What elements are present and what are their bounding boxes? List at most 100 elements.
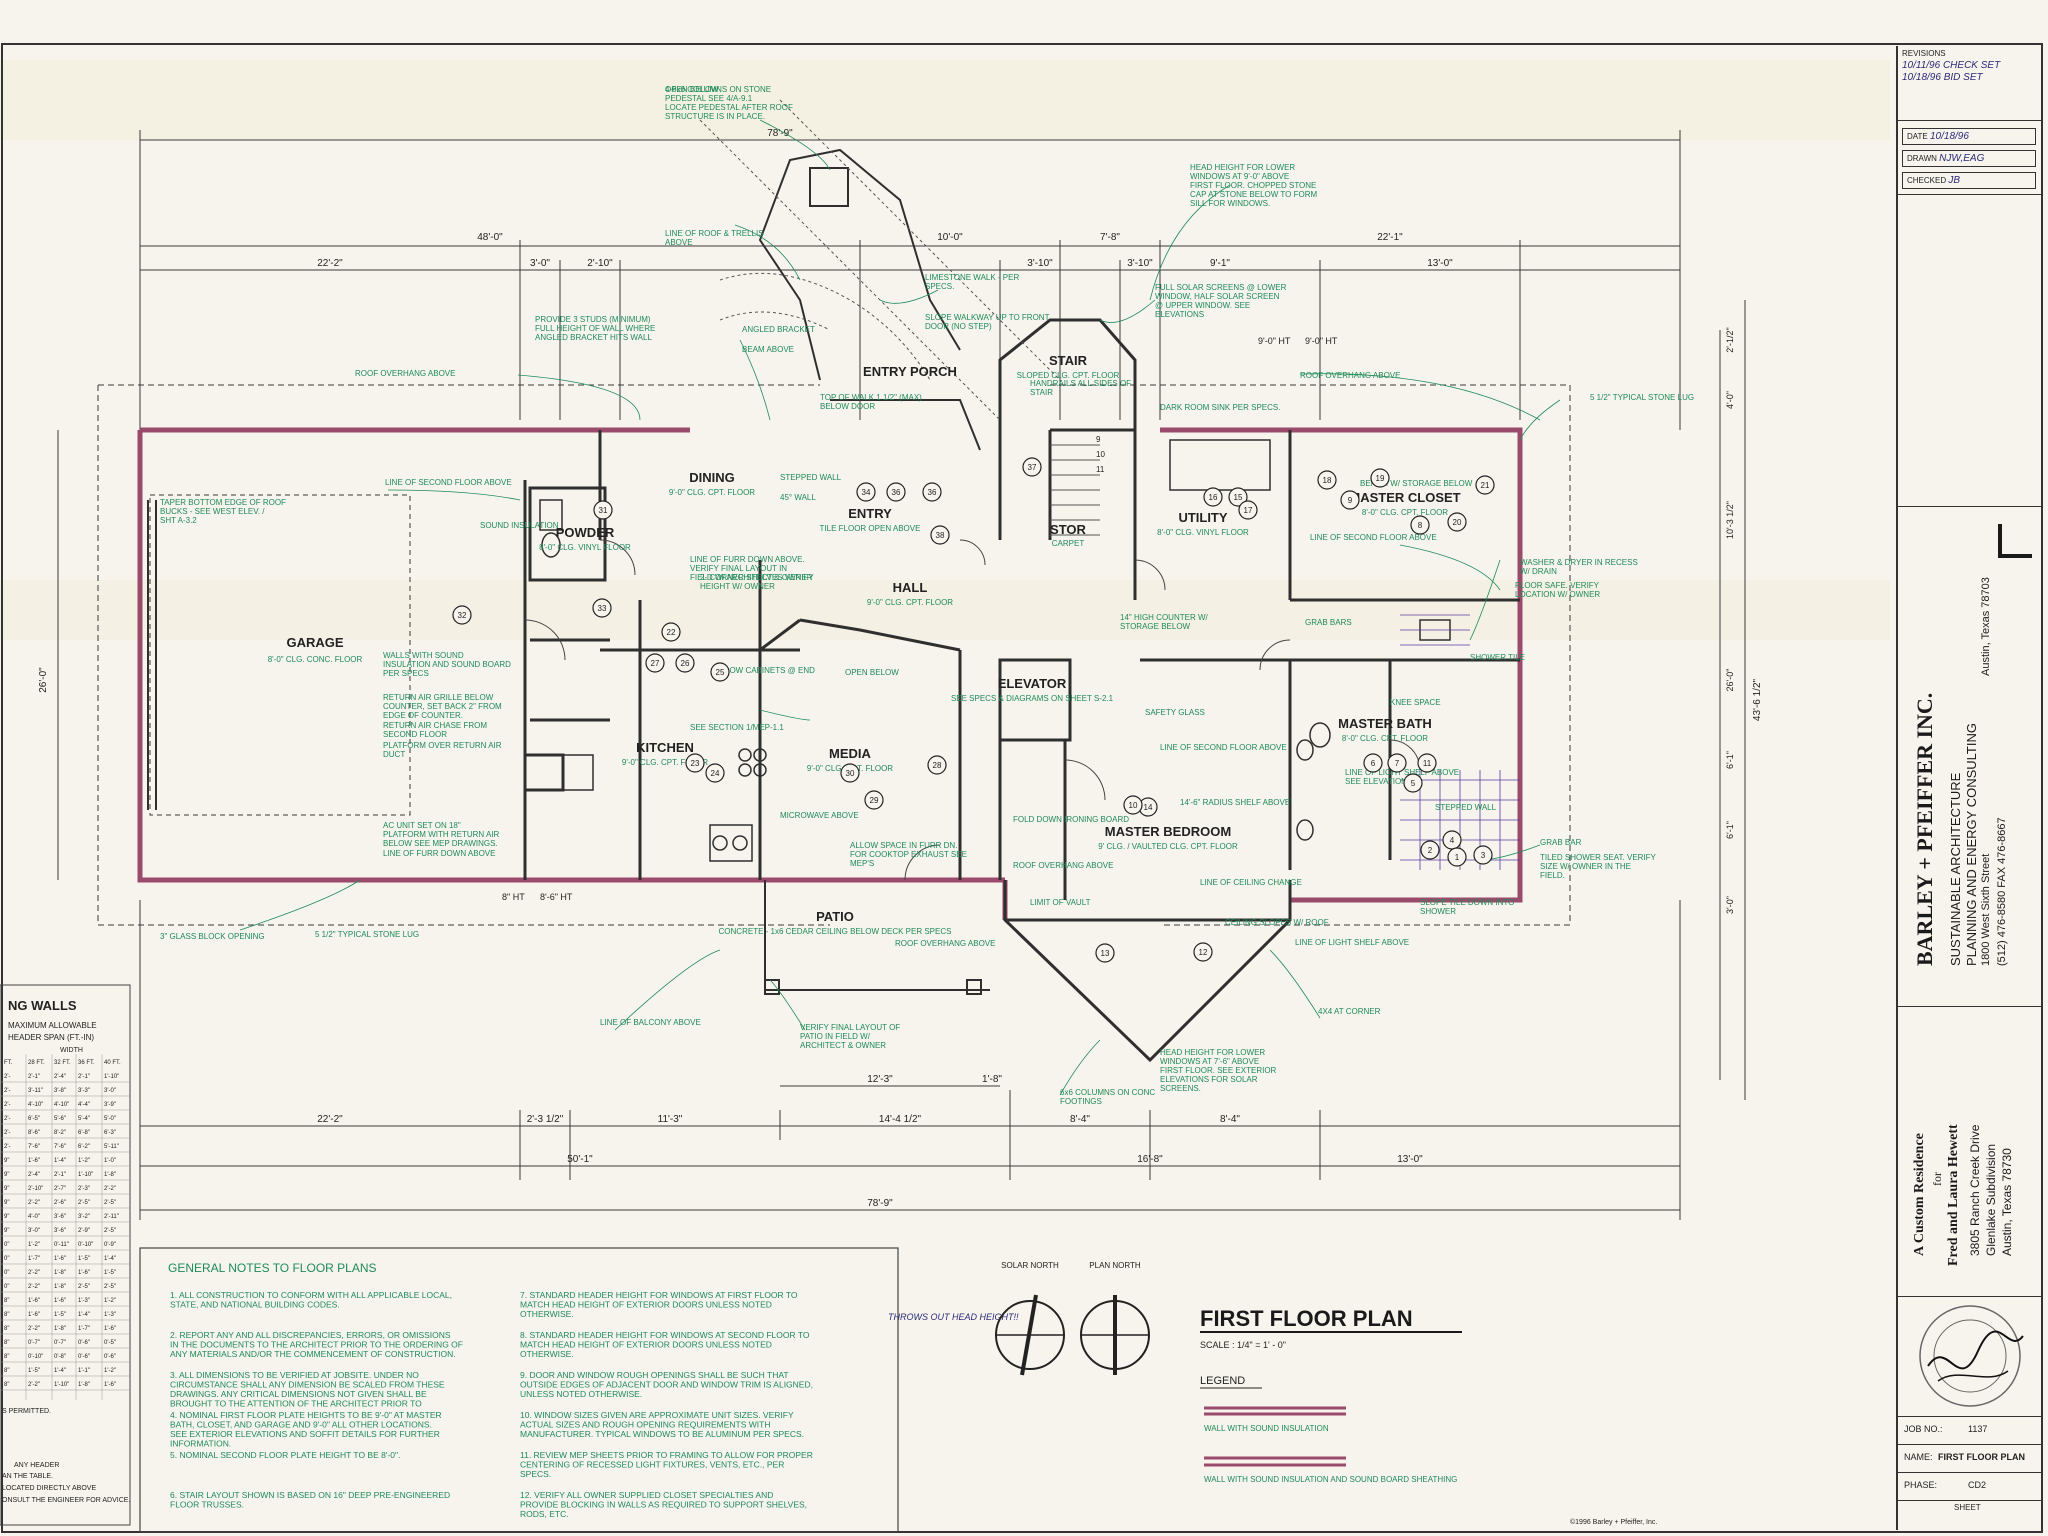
patio (764, 880, 990, 995)
drawn-value: NJW,EAG (1939, 153, 1985, 164)
dim-right-seg: 6'-1" (1725, 821, 1735, 839)
door-window-tag-number: 22 (667, 628, 676, 637)
paper-stain (0, 580, 1890, 640)
dim-top-r1: 7'-8" (1100, 232, 1120, 243)
drawing-scale: SCALE : 1/4" = 1' - 0" (1200, 1340, 1286, 1350)
general-note-item: 2. REPORT ANY AND ALL DISCREPANCIES, ERR… (170, 1330, 463, 1359)
dim-right-height: 43'-6 1/2" (1752, 678, 1763, 721)
door-window-tag-number: 9 (1348, 496, 1353, 505)
header-table-cell: 2'-5" (104, 1200, 116, 1206)
door-window-tag-number: 28 (933, 761, 942, 770)
header-table-cell: 5'-0" (104, 1116, 116, 1122)
header-table-cell: 2'-9" (78, 1228, 90, 1234)
plan-north-label: PLAN NORTH (1089, 1261, 1141, 1270)
header-table-cell: 0" (4, 1256, 9, 1262)
dim-right-seg: 3'-0" (1725, 896, 1735, 914)
annotation-note: KNEE SPACE (1390, 698, 1441, 707)
door-window-tag-number: 38 (936, 531, 945, 540)
firm-tagline: PLANNING AND ENERGY CONSULTING (1964, 723, 1979, 966)
plan-north-arrow (1080, 1295, 1150, 1375)
header-table-cell: 0'-10" (28, 1354, 43, 1360)
glass-height-label: 9'-0" HT (1305, 336, 1338, 346)
dim-bottom-seg: 2'-3 1/2" (527, 1114, 564, 1125)
dim-top-mid: 10'-0" (937, 232, 963, 243)
door-window-tag-number: 37 (1028, 463, 1037, 472)
firm-address: 1800 West Sixth Street (1980, 853, 1992, 966)
room-name-master-bath: MASTER BATH (1338, 716, 1432, 731)
door-window-tag: 38 (930, 525, 950, 545)
header-table-col: 40 FT. (104, 1060, 121, 1066)
legend-item: WALL WITH SOUND INSULATION AND SOUND BOA… (1204, 1475, 1457, 1484)
header-table-cell: 6'-8" (78, 1130, 90, 1136)
door-window-tag: 22 (661, 622, 681, 642)
annotation-note: ROOF OVERHANG ABOVE (355, 369, 455, 378)
revision-entry: 10/11/96 CHECK SET (1902, 60, 2001, 71)
room-name-elevator: ELEVATOR (998, 676, 1067, 691)
room-note-stor: CARPET (1052, 539, 1085, 548)
door-window-tag-number: 23 (691, 759, 700, 768)
door-window-tag: 6 (1363, 753, 1383, 773)
annotation-note: 3" GLASS BLOCK OPENING (160, 932, 265, 941)
header-table-foot: AN THE TABLE. (2, 1473, 53, 1480)
glass-height-label: 9'-0" HT (1258, 336, 1291, 346)
door-window-tag-number: 32 (458, 611, 467, 620)
header-table-cell: 1'-10" (78, 1172, 93, 1178)
header-table-cell: 1'-2" (78, 1158, 90, 1164)
dim-left-height: 26'-0" (38, 667, 49, 693)
seal-block (1898, 1296, 2042, 1417)
header-table-cell: 0'-8" (54, 1354, 66, 1360)
header-table-cell: 3'-0" (28, 1228, 40, 1234)
roof-overhang-lines (97, 384, 1571, 926)
door-window-tag-number: 7 (1395, 759, 1400, 768)
door-window-tag: 19 (1370, 468, 1390, 488)
door-window-tag-number: 11 (1423, 759, 1432, 768)
header-table-cell: 0'-9" (104, 1242, 116, 1248)
header-table-cell: 2'-2" (104, 1186, 116, 1192)
annotation-note: 5 1/2" TYPICAL STONE LUG (1590, 393, 1694, 402)
header-table-cell: 8" (4, 1326, 9, 1332)
annotation-note: LINE OF BALCONY ABOVE (600, 1018, 701, 1027)
header-table-cell: 2'-1" (28, 1074, 40, 1080)
header-table-cell: 2'-4" (54, 1074, 66, 1080)
legend-swatch-2 (1204, 1456, 1346, 1467)
room-note-garage: 8'-0" CLG. CONC. FLOOR (268, 655, 363, 664)
header-table-cell: 1'-6" (28, 1158, 40, 1164)
dim-top-left: 48'-0" (477, 232, 503, 243)
header-table-cell: 6'-5" (28, 1116, 40, 1122)
door-window-tag: 11 (1417, 753, 1437, 773)
room-note-dining: 9'-0" CLG. CPT. FLOOR (669, 488, 755, 497)
solar-north-label: SOLAR NORTH (1001, 1261, 1059, 1270)
header-table-cell: 6'-2" (78, 1144, 90, 1150)
header-table-col: 32 FT. (54, 1060, 71, 1066)
door-window-tag-number: 17 (1244, 506, 1253, 515)
annotation-note: DARK ROOM SINK PER SPECS. (1160, 403, 1280, 412)
blank-block (1898, 194, 2042, 507)
door-window-tag: 16 (1203, 487, 1223, 507)
limestone-walk (699, 99, 1061, 421)
header-table-cell: 1'-6" (104, 1382, 116, 1388)
general-note-item: 8. STANDARD HEADER HEIGHT FOR WINDOWS AT… (520, 1330, 810, 1359)
header-table-cell: 2'-2" (28, 1270, 40, 1276)
header-table-cell: 2'-4" (28, 1172, 40, 1178)
annotation-note: 4X4 AT CORNER (1318, 1007, 1381, 1016)
door-window-tag: 17 (1238, 500, 1258, 520)
header-table-cell: 2'-11" (104, 1214, 119, 1220)
header-table-cell: 2'-2" (28, 1284, 40, 1290)
header-table-cell: 1'-8" (104, 1172, 116, 1178)
dim-bottom-seg: 14'-4 1/2" (879, 1114, 922, 1125)
job-label: JOB NO.: (1904, 1424, 1943, 1434)
header-table-cell: 8" (4, 1298, 9, 1304)
stair-treads (1050, 444, 1100, 536)
door-window-tag: 4 (1442, 830, 1462, 850)
header-table-cell: 1'-10" (54, 1382, 69, 1388)
phase-label: PHASE: (1904, 1480, 1938, 1490)
header-table-cell: 1'-5" (28, 1368, 40, 1374)
sheet-number-block: SHEET (1898, 1500, 2042, 1530)
dim-bottom-seg: 8'-4" (1220, 1114, 1240, 1125)
annotation-note: GRAB BAR (1540, 838, 1582, 847)
